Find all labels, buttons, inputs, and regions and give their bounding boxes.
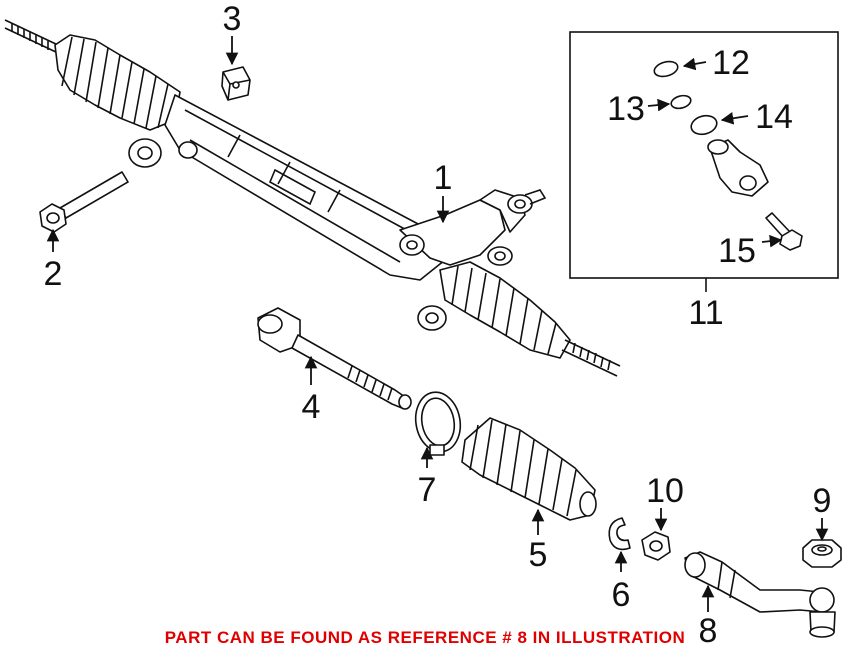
clip-part-6 xyxy=(608,517,631,551)
callout-7: 7 xyxy=(418,471,437,509)
callout-6: 6 xyxy=(612,576,631,614)
callout-1: 1 xyxy=(434,159,453,197)
o-ring-part-14 xyxy=(690,114,718,136)
inset-box-part-11 xyxy=(569,31,839,292)
callout-11: 11 xyxy=(688,294,723,332)
outer-tie-rod-end-part-8 xyxy=(684,551,836,638)
bellows-boot-part-5 xyxy=(461,417,597,521)
callout-5: 5 xyxy=(529,536,548,574)
callout-3: 3 xyxy=(223,0,242,38)
valve-inset xyxy=(707,139,769,197)
callout-2: 2 xyxy=(44,255,63,293)
callout-10: 10 xyxy=(646,472,684,510)
callout-13: 13 xyxy=(607,90,645,128)
callout-9: 9 xyxy=(813,482,832,520)
o-ring-part-12 xyxy=(653,60,679,78)
lock-nut-part-9 xyxy=(802,539,842,568)
o-ring-part-13 xyxy=(670,94,692,110)
callout-arrows xyxy=(46,36,829,612)
callout-4: 4 xyxy=(302,388,321,426)
callout-14: 14 xyxy=(755,98,793,136)
clamp-ring-part-7 xyxy=(414,391,462,456)
callout-12: 12 xyxy=(712,44,750,82)
steering-rack-assembly xyxy=(4,19,621,377)
callout-15: 15 xyxy=(718,232,756,270)
reference-note: PART CAN BE FOUND AS REFERENCE # 8 IN IL… xyxy=(164,628,686,647)
bolt-part-2 xyxy=(39,171,129,233)
inner-tie-rod-part-4 xyxy=(257,307,412,410)
clip-part-3 xyxy=(221,66,251,101)
callout-8: 8 xyxy=(699,612,718,650)
nut-part-10 xyxy=(641,531,671,561)
bolt-part-15 xyxy=(765,212,803,251)
